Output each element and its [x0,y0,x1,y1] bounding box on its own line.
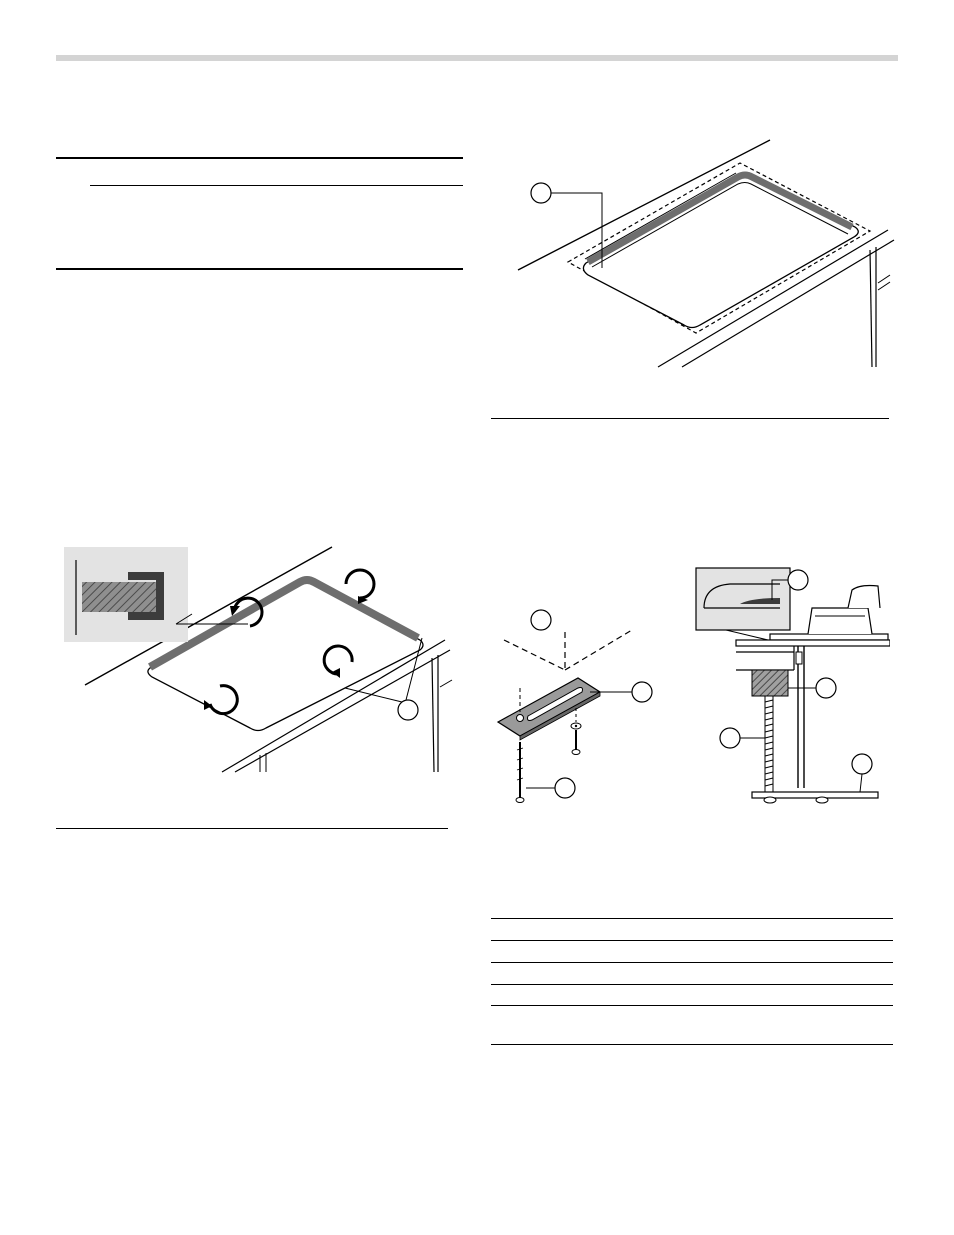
callout-marker [530,609,552,631]
section-rule [56,157,463,159]
wood-block-icon [751,669,789,697]
washer-icon [570,722,582,730]
section-rule [56,268,463,270]
table-rule [491,1044,893,1045]
table-rule [491,1005,893,1006]
callout-marker [851,753,873,775]
callout-marker [815,677,837,699]
callout-marker [554,777,576,799]
table-rule [491,962,893,963]
table-rule [491,918,893,919]
callout-marker [631,681,653,703]
figure-divider [491,418,889,419]
threaded-rod-icon [764,695,774,793]
callout-marker [787,569,809,591]
cutout-outline-figure [517,139,895,368]
header-band [56,55,898,61]
gasket-fitting-figure [64,546,453,773]
long-screw-icon [515,742,525,803]
bracket-kit-figure [496,609,653,803]
gasket-rotate-arrow-icon [208,568,376,716]
short-screw-icon [571,730,581,755]
figure-divider [56,828,448,829]
callout-marker [530,182,552,204]
table-rule [491,940,893,941]
subsection-rule [90,185,463,186]
base-plate-icon [751,791,879,799]
callout-marker [397,699,419,721]
callout-marker [719,727,741,749]
table-rule [491,984,893,985]
clamp-section-figure [695,567,890,804]
